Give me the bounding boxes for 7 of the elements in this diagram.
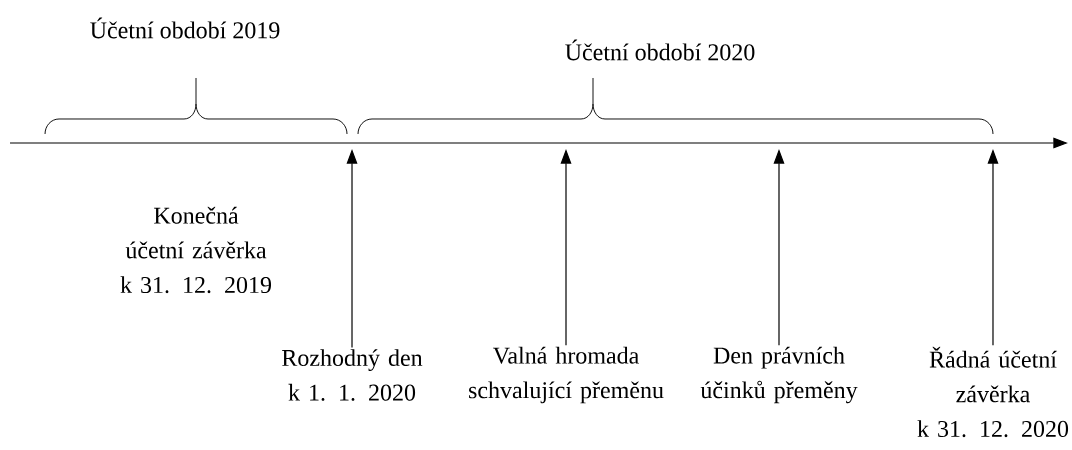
event-label: Rozhodný den k 1. 1. 2020 (282, 349, 423, 401)
note-text: Konečná účetní závěrka k 31. 12. 2019 (120, 206, 271, 294)
period-label: Účetní období 2019 (90, 17, 280, 39)
period-label: Účetní období 2020 (565, 39, 755, 61)
event-label: Valná hromada schvalující přeměnu (469, 346, 664, 404)
event-label: Řádná účetní závěrka k 31. 12. 2020 (917, 346, 1069, 438)
event-label: Den právních účinků přeměny (700, 346, 858, 404)
